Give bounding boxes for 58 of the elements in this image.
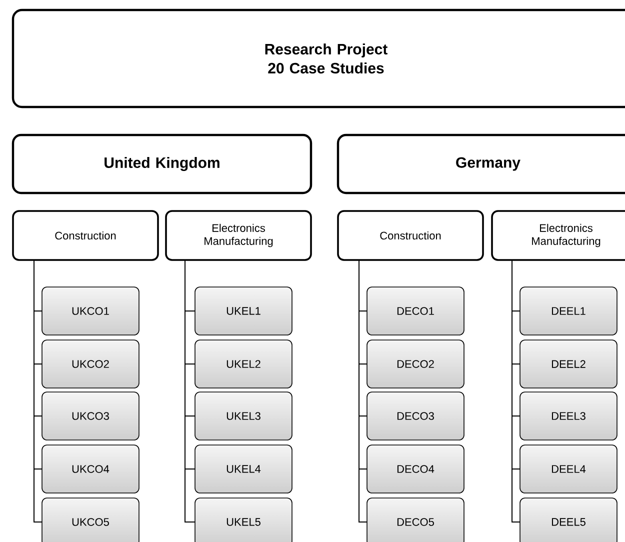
case-box bbox=[194, 286, 292, 336]
case-box bbox=[366, 392, 464, 440]
node-text: DECO4 bbox=[397, 465, 434, 473]
connector-line bbox=[34, 260, 42, 522]
case-box bbox=[194, 444, 292, 494]
sector-box bbox=[337, 210, 484, 261]
connector-line bbox=[184, 260, 196, 522]
node-text: DEEL3 bbox=[552, 412, 586, 420]
node-text: DECO1 bbox=[397, 307, 434, 315]
case-box bbox=[42, 498, 140, 542]
connector-line bbox=[358, 260, 368, 522]
country-box bbox=[12, 134, 312, 194]
node-text: UKCO3 bbox=[72, 412, 109, 420]
case-box bbox=[42, 392, 140, 440]
case-box bbox=[520, 444, 618, 494]
title-box bbox=[12, 8, 625, 108]
case-box bbox=[194, 498, 292, 542]
case-box bbox=[520, 392, 618, 440]
country-box bbox=[336, 134, 625, 194]
node-text: UKEL3 bbox=[226, 412, 260, 420]
case-box bbox=[42, 286, 140, 336]
node-text: Research Project 20 Case Studies bbox=[265, 44, 388, 74]
node-text: UKCO4 bbox=[72, 465, 110, 473]
node-text: UKEL1 bbox=[226, 307, 260, 315]
case-box bbox=[520, 340, 618, 388]
node-text: UKEL2 bbox=[226, 360, 260, 368]
case-box bbox=[42, 340, 140, 388]
case-box bbox=[194, 392, 292, 440]
case-box bbox=[366, 444, 464, 494]
sector-box bbox=[12, 210, 159, 261]
case-box bbox=[520, 286, 618, 336]
case-box bbox=[194, 340, 292, 388]
case-box bbox=[366, 498, 464, 542]
sector-box bbox=[491, 210, 625, 261]
node-text: UKCO2 bbox=[72, 360, 109, 368]
node-text: DEEL2 bbox=[552, 360, 586, 368]
node-text: DEEL5 bbox=[552, 518, 586, 526]
node-text: UKCO5 bbox=[72, 518, 109, 526]
node-text: UKCO1 bbox=[72, 307, 109, 315]
node-text: Electronics Manufacturing bbox=[532, 224, 600, 248]
case-box bbox=[366, 340, 464, 388]
node-text: DECO2 bbox=[397, 360, 434, 368]
node-text: Electronics Manufacturing bbox=[204, 224, 273, 248]
node-text: DEEL4 bbox=[552, 465, 586, 473]
case-box bbox=[520, 498, 618, 542]
node-text: DECO5 bbox=[397, 518, 434, 526]
node-text: Germany bbox=[456, 157, 520, 171]
case-box bbox=[42, 444, 140, 494]
connector-line bbox=[512, 260, 520, 522]
node-text: Construction bbox=[380, 231, 441, 240]
sector-box bbox=[165, 210, 312, 261]
node-text: DEEL1 bbox=[552, 307, 586, 315]
node-text: Construction bbox=[55, 231, 116, 240]
node-text: UKEL5 bbox=[226, 518, 260, 526]
node-text: DECO3 bbox=[397, 412, 434, 420]
node-text: UKEL4 bbox=[226, 465, 261, 473]
node-text: United Kingdom bbox=[104, 156, 220, 172]
case-box bbox=[366, 286, 464, 336]
